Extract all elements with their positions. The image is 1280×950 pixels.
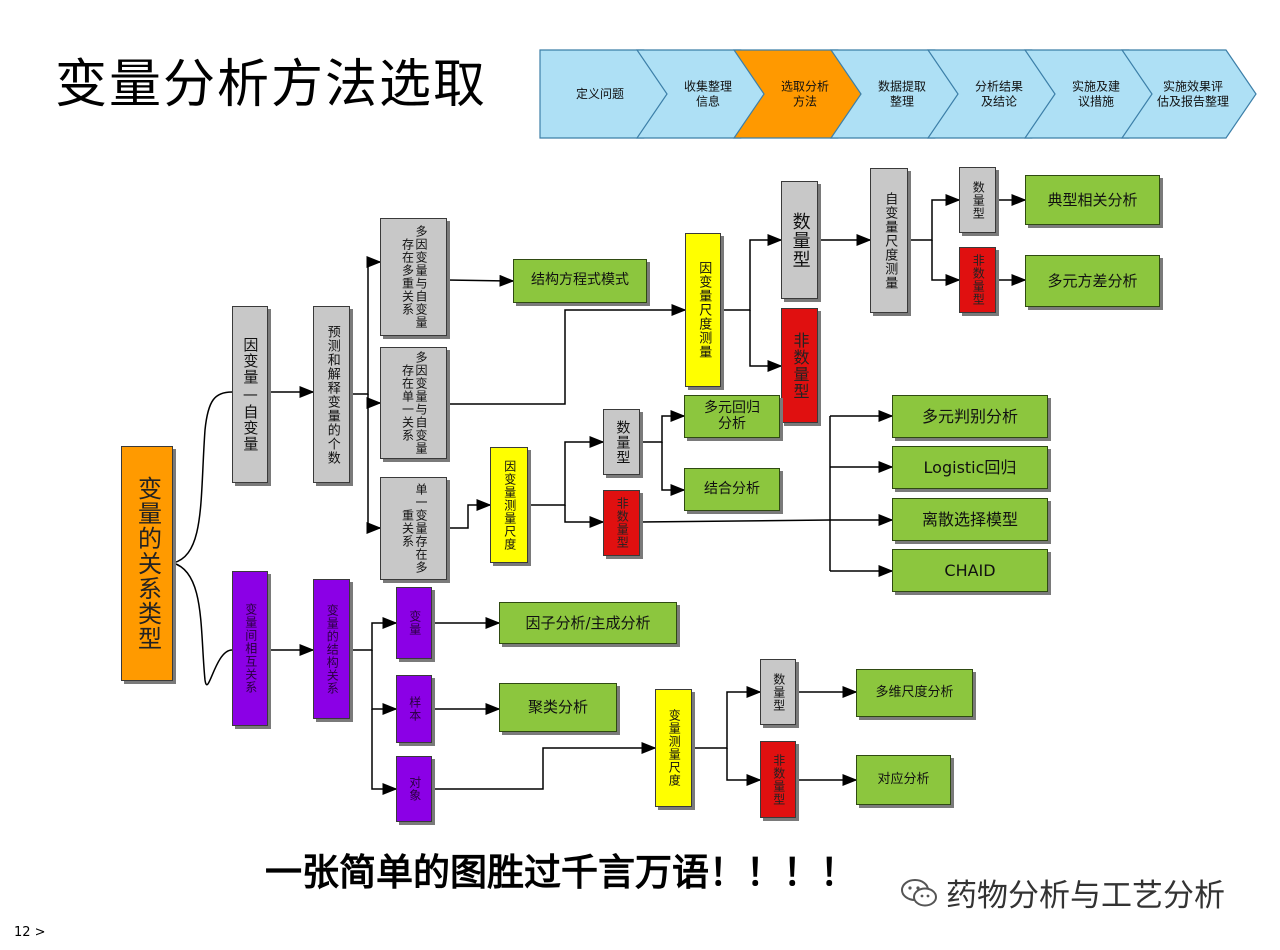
process-step-label: 方法 [793, 94, 817, 109]
wechat-icon [901, 878, 937, 906]
connector-9 [447, 304, 687, 405]
connector-33 [432, 742, 657, 790]
multi-single-node: 多因变量与自变量存在单一关系 [380, 347, 447, 459]
connector-35 [726, 748, 762, 786]
factor-node: 因子分析/主成分析 [499, 602, 677, 644]
nonquant-node-4: 非数量型 [760, 741, 796, 818]
process-step-label: 及结论 [981, 95, 1017, 109]
page-title: 变量分析方法选取 [55, 55, 488, 115]
connector-17 [447, 499, 492, 529]
mds-node: 多维尺度分析 [856, 669, 973, 717]
manova-node: 多元方差分析 [1025, 255, 1160, 307]
connector-7 [366, 403, 382, 534]
quant-node-4: 数量型 [760, 659, 796, 725]
conjoint-node: 结合分析 [684, 468, 780, 511]
connector-8 [446, 274, 515, 287]
multi-reg-node: 多元回归 分析 [684, 395, 780, 438]
quant-node-2: 数量型 [959, 167, 996, 233]
dep-scale-node: 因变量尺度测量 [685, 233, 721, 387]
correspond-node: 对应分析 [856, 755, 951, 805]
nonquant-node-3: 非数量型 [603, 490, 640, 556]
process-step-label: 分析结果 [975, 80, 1023, 94]
connector-1 [172, 391, 233, 564]
var-scale-node: 变量测量尺度 [655, 689, 692, 807]
process-step-label: 信息 [696, 94, 720, 109]
cluster-node: 聚类分析 [499, 683, 617, 732]
connector-2 [172, 562, 233, 686]
connector-34 [692, 686, 762, 749]
page-number: 12 > [14, 925, 46, 940]
typical-corr-node: 典型相关分析 [1025, 175, 1160, 225]
connector-30 [371, 709, 398, 795]
process-step-label: 实施效果评 [1163, 79, 1223, 94]
watermark-text: 药物分析与工艺分析 [946, 878, 1225, 914]
interdep-node: 变量间相互关系 [232, 571, 268, 726]
discrete-node: 离散选择模型 [892, 498, 1048, 541]
sem-node: 结构方程式模式 [513, 259, 647, 303]
process-step-label: 议措施 [1078, 95, 1114, 109]
connector-18 [528, 436, 605, 506]
sample-node: 样本 [396, 675, 432, 743]
connector-10 [721, 234, 783, 311]
connector-14 [931, 240, 961, 286]
struct-rel-node: 变量的结构关系 [313, 579, 350, 719]
indep-scale-node: 自变量尺度测量 [870, 168, 908, 313]
process-step-label: 实施及建 [1072, 79, 1120, 94]
object-node: 对象 [396, 756, 432, 822]
quant-node-1: 数量型 [781, 181, 818, 299]
connector-29 [371, 650, 398, 715]
connector-21 [661, 442, 686, 496]
root-node: 变量的关系类型 [121, 446, 173, 681]
single-multi-node: 单一变量存在多重关系 [380, 477, 447, 580]
nonquant-node-1: 非数量型 [781, 308, 818, 423]
connector-28 [350, 617, 398, 651]
connector-6 [366, 394, 382, 409]
quant-node-3: 数量型 [603, 409, 640, 475]
var-node: 变量 [396, 587, 432, 659]
dep-indep-node: 因变量—自变量 [232, 306, 268, 483]
process-flow: 定义问题收集整理信息选取分析方法数据提取整理分析结果及结论实施及建议措施实施效果… [539, 49, 1257, 139]
connector-11 [749, 310, 783, 372]
multi-dep-node: 多因变量与自变量存在多重关系 [380, 218, 447, 336]
nonquant-node-2: 非数量型 [959, 247, 996, 313]
connector-13 [908, 194, 961, 241]
logistic-node: Logistic回归 [892, 446, 1048, 489]
predict-node: 预测和解释变量的个数 [313, 306, 350, 483]
process-step-label: 选取分析 [781, 80, 829, 94]
slogan-text: 一张简单的图胜过千言万语！！！！ [265, 851, 857, 894]
process-step-label: 收集整理 [684, 79, 732, 94]
process-step-label: 估及报告整理 [1157, 94, 1229, 109]
connector-19 [564, 505, 605, 528]
dep-scale2-node: 因变量测量尺度 [490, 447, 528, 563]
connector-20 [640, 410, 686, 443]
discrim-node: 多元判别分析 [892, 395, 1048, 438]
connector-22 [639, 519, 831, 523]
connector-5 [350, 256, 382, 395]
process-step-label: 整理 [890, 94, 914, 109]
process-step-label: 数据提取 [878, 79, 926, 94]
chaid-node: CHAID [892, 549, 1048, 592]
process-step-label: 定义问题 [576, 86, 624, 101]
watermark: 药物分析与工艺分析 [900, 870, 1225, 915]
